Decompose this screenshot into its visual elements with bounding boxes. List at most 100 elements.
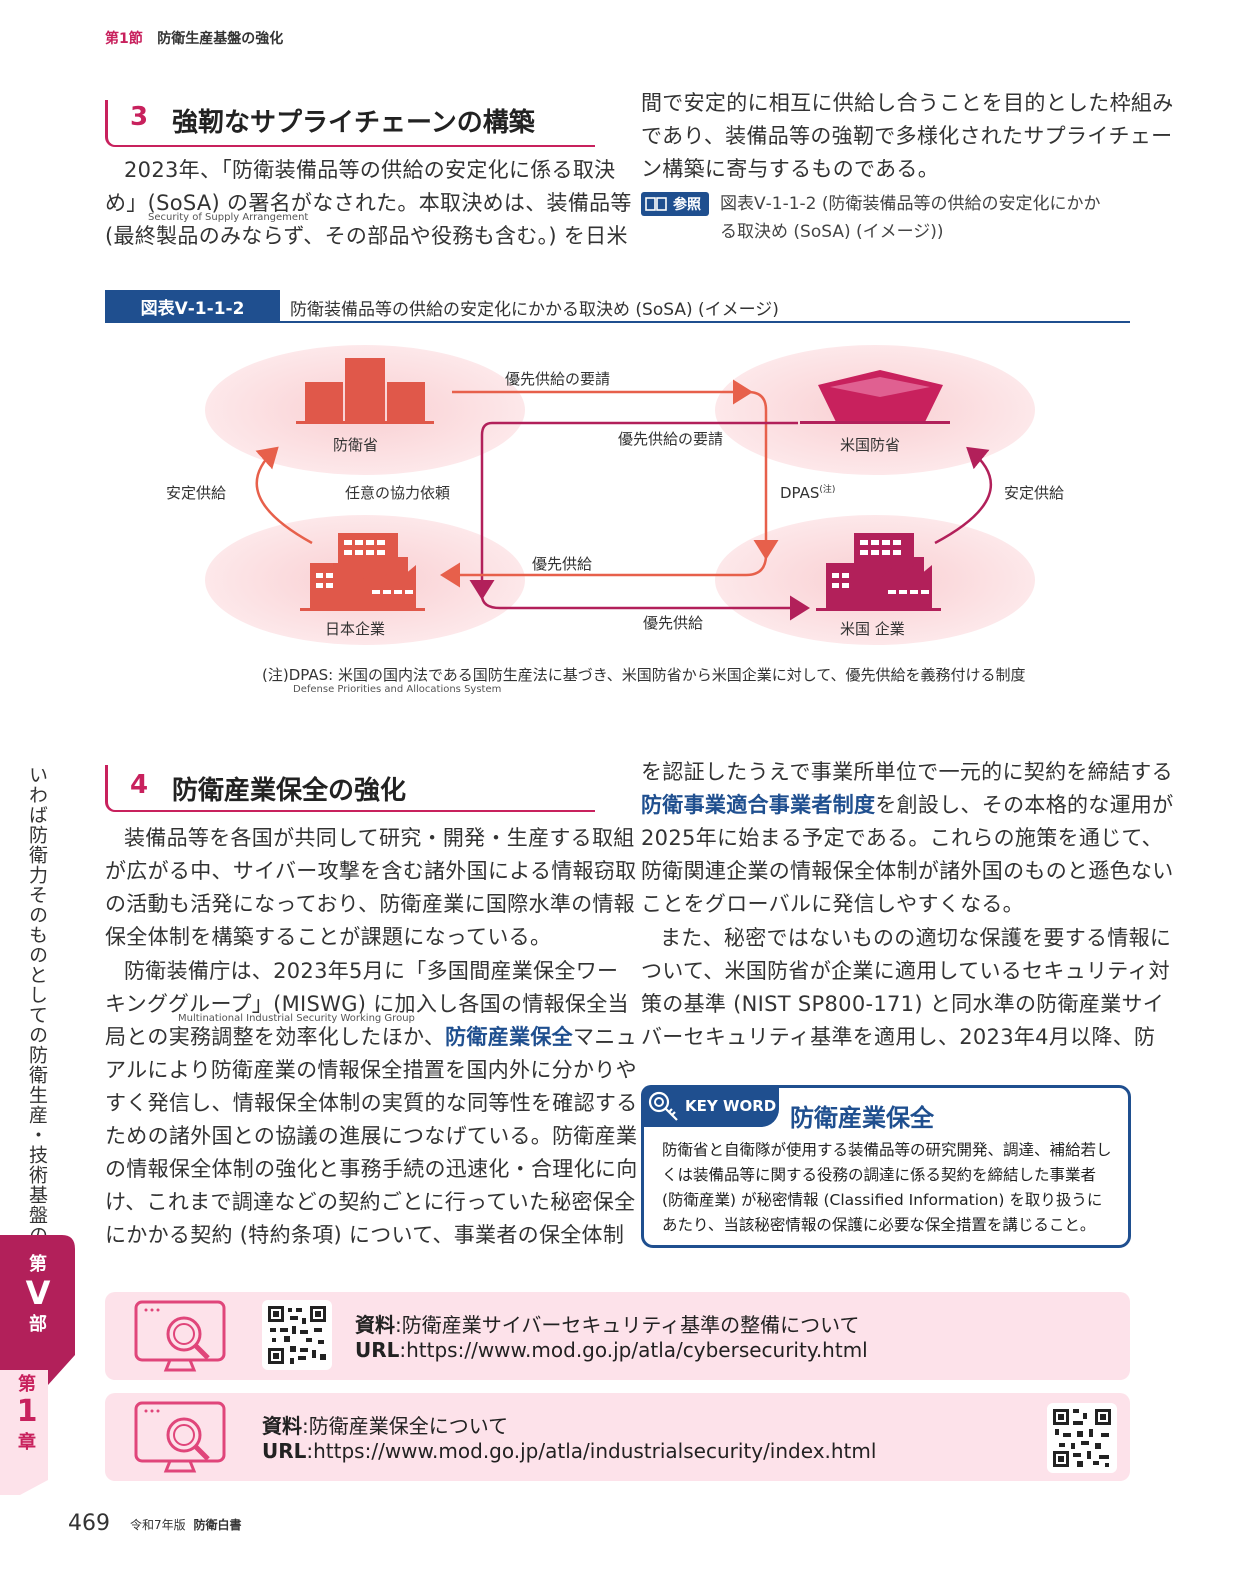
keyword-defense-contractor-system: 防衛事業適合事業者制度	[641, 793, 876, 817]
text-line: の情報保全体制の強化と事務手続の迅速化・合理化に向	[105, 1157, 638, 1181]
chapter-tab-char: 第	[18, 1374, 36, 1395]
resource-2-url[interactable]: :https://www.mod.go.jp/atla/industrialse…	[306, 1439, 877, 1463]
arrow-priority-bottom	[480, 594, 810, 621]
keyword-line: あたり、当該秘密情報の保護に必要な保全措置を講じること。	[662, 1216, 1096, 1234]
figure-title: 防衛装備品等の供給の安定化にかかる取決め (SoSA) (イメージ)	[290, 300, 779, 320]
book-icon	[645, 197, 667, 211]
section-4-heading-frame	[105, 765, 595, 812]
us-factory-icon	[816, 533, 941, 611]
label-us-company: 米国 企業	[840, 620, 905, 638]
footer-book: 防衛白書	[193, 1518, 242, 1532]
monitor-search-icon	[134, 1300, 226, 1372]
reference-text: 図表Ⅴ-1-1-2 (防衛装備品等の供給の安定化にかか る取決め (SoSA) …	[720, 190, 1101, 246]
label-voluntary: 任意の協力依頼	[345, 484, 451, 502]
footer-edition: 令和7年版	[130, 1518, 186, 1532]
section-3-title: 強靭なサプライチェーンの構築	[172, 108, 535, 138]
dpas-text: DPAS	[780, 484, 820, 502]
text-line: アルにより防衛産業の情報保全措置を国内外に分かりや	[105, 1058, 637, 1082]
keyword-badge-label: KEY WORD	[685, 1097, 777, 1115]
text-line: ための諸外国との協議の進展につなげている。防衛産業	[105, 1124, 638, 1148]
dpas-note-mark: (注)	[819, 485, 836, 495]
section-3-heading-frame	[105, 100, 595, 147]
label-priority-bottom: 優先供給	[643, 614, 704, 632]
keyword-link-industrial-security[interactable]: 防衛産業保全	[445, 1025, 573, 1049]
text-line: であり、装備品等の強靭で多様化されたサプライチェー	[641, 124, 1173, 148]
section-3-number: 3	[130, 102, 149, 132]
part-tab-char: 第	[29, 1254, 47, 1275]
jp-factory-icon	[300, 533, 425, 611]
chapter-tab-numeral: 1	[16, 1394, 38, 1429]
part-vertical-title: いわば防衛力そのものとしての防衛生産・技術基盤の強化	[26, 765, 48, 1285]
text-line: 2025年に始まる予定である。これらの施策を通じて、	[641, 826, 1163, 850]
part-tab-label: 第 V 部	[22, 1250, 54, 1336]
text-span: 局との実務調整を効率化したほか、	[105, 1025, 446, 1049]
text-line-with-keyword: 局との実務調整を効率化したほか、防衛産業保全マニュ	[105, 1021, 637, 1054]
keyword-line: 防衛省と自衛隊が使用する装備品等の研究開発、調達、補給若し	[662, 1141, 1112, 1159]
text-span: を創設し、その本格的な運用が	[875, 793, 1174, 817]
text-line: 装備品等を各国が共同して研究・開発・生産する取組	[124, 826, 635, 850]
text-line: 保全体制を構築することが課題になっている。	[105, 925, 552, 949]
part-tab-numeral: V	[25, 1274, 51, 1312]
pentagon-icon	[800, 370, 950, 424]
sosa-diagram	[205, 345, 1035, 645]
text-line: 間で安定的に相互に供給し合うことを目的とした枠組み	[641, 91, 1174, 115]
section-4-title: 防衛産業保全の強化	[172, 776, 407, 806]
text-line: 2023年、「防衛装備品等の供給の安定化に係る取決	[124, 158, 616, 182]
label-jp-company: 日本企業	[325, 620, 386, 638]
resource-1-label: 資料	[355, 1313, 395, 1337]
text-line: ン構築に寄与するものである。	[641, 157, 939, 181]
ruby-dpas: Defense Priorities and Allocations Syste…	[293, 684, 502, 695]
qr-code-icon	[266, 1304, 328, 1366]
resource-1-url[interactable]: :https://www.mod.go.jp/atla/cybersecurit…	[399, 1338, 868, 1362]
monitor-search-icon	[134, 1401, 226, 1473]
ruby-miswg: Multinational Industrial Security Workin…	[178, 1013, 415, 1024]
running-header: 第1節 防衛生産基盤の強化	[105, 28, 283, 48]
chapter-tab-label: 第 1 章	[10, 1370, 44, 1454]
text-line: バーセキュリティ基準を適用し、2023年4月以降、防	[641, 1025, 1156, 1049]
page-number: 469	[68, 1511, 110, 1536]
text-line: を認証したうえで事業所単位で一元的に契約を締結する	[641, 760, 1173, 784]
footer-book-title: 令和7年版 防衛白書	[130, 1516, 241, 1533]
section-title: 防衛生産基盤の強化	[157, 31, 284, 47]
text-line: が広がる中、サイバー攻撃を含む諸外国による情報窃取	[105, 859, 637, 883]
arrow-stable-right	[934, 446, 993, 545]
figure-id: 図表Ⅴ-1-1-2	[140, 298, 245, 319]
ministry-building-icon	[296, 358, 434, 424]
qr-code-1[interactable]	[262, 1300, 332, 1370]
resource-2-label: 資料	[262, 1414, 302, 1438]
reference-badge-label: 参照	[673, 197, 701, 213]
arrow-request-to-us-company	[747, 390, 779, 560]
text-line: にかかる契約 (特約条項) について、事業者の保全体制	[105, 1223, 625, 1247]
section-4-number: 4	[130, 770, 149, 800]
text-line-with-keyword: 防衛事業適合事業者制度を創設し、その本格的な運用が	[641, 789, 1174, 822]
keyword-description: 防衛省と自衛隊が使用する装備品等の研究開発、調達、補給若し くは装備品等に関する…	[662, 1138, 1112, 1238]
figure-title-rule	[105, 321, 1130, 323]
resource-1-title: 資料:防衛産業サイバーセキュリティ基準の整備について	[355, 1309, 860, 1338]
ruby-sosa: Security of Supply Arrangement	[148, 212, 309, 223]
resource-1-url-label: URL	[355, 1338, 400, 1362]
chapter-tab-char: 章	[18, 1432, 36, 1453]
resource-2-text: :防衛産業保全について	[302, 1414, 509, 1438]
reference-badge: 参照	[641, 192, 709, 216]
qr-code-2[interactable]	[1047, 1403, 1117, 1473]
arrow-stable-left	[255, 446, 313, 545]
section-number: 第1節	[105, 31, 143, 47]
text-line: め」(SoSA) の署名がなされた。本取決めは、装備品等	[105, 191, 632, 215]
keyword-badge: KEY WORD	[641, 1085, 779, 1127]
reference-line: る取決め (SoSA) (イメージ))	[720, 222, 944, 242]
label-stable-right: 安定供給	[1004, 484, 1065, 502]
figure-id-badge: 図表Ⅴ-1-1-2	[105, 290, 280, 322]
resource-1-text: :防衛産業サイバーセキュリティ基準の整備について	[395, 1313, 860, 1337]
resource-2-title: 資料:防衛産業保全について	[262, 1410, 508, 1439]
part-tab-char: 部	[29, 1314, 47, 1335]
text-line: 防衛関連企業の情報保全体制が諸外国のものと遜色ない	[641, 859, 1174, 883]
text-line: キンググループ」(MISWG) に加入し各国の情報保全当	[105, 992, 629, 1016]
qr-code-icon	[1051, 1407, 1113, 1469]
label-dod: 米国防省	[840, 436, 901, 454]
key-icon	[648, 1091, 678, 1121]
reference-line: 図表Ⅴ-1-1-2 (防衛装備品等の供給の安定化にかか	[720, 194, 1101, 214]
text-line: すく発信し、情報保全体制の実質的な同等性を確認する	[105, 1091, 638, 1115]
label-request-mid: 優先供給の要請	[618, 430, 724, 448]
label-dpas: DPAS(注)	[780, 482, 835, 502]
label-mod: 防衛省	[333, 436, 379, 454]
